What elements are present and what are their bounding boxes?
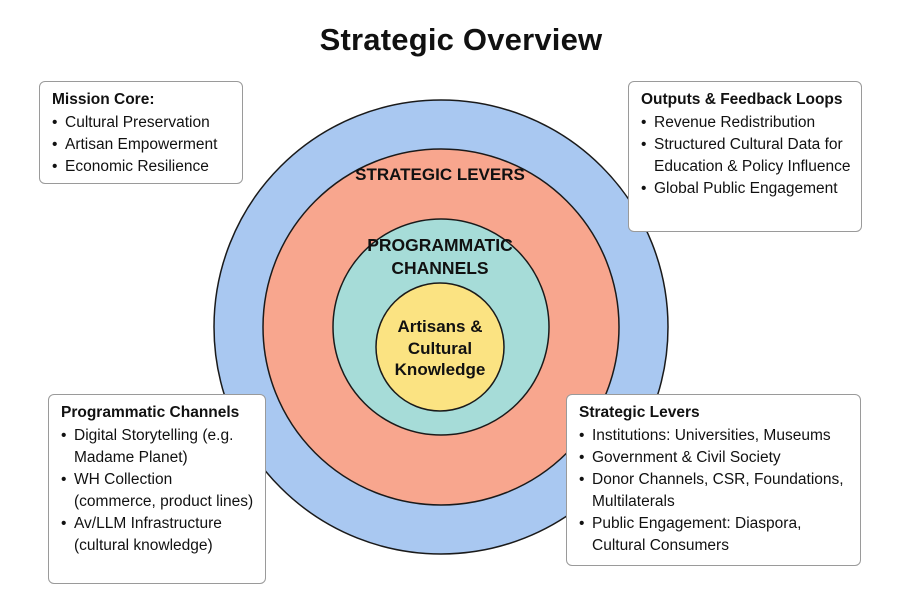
list-item: Government & Civil Society — [579, 447, 850, 469]
mission-core-box: Mission Core: Cultural PreservationArtis… — [39, 81, 243, 184]
programmatic-channels-box: Programmatic Channels Digital Storytelli… — [48, 394, 266, 584]
diagram-title: Strategic Overview — [319, 22, 603, 57]
strategic-levers-title: Strategic Levers — [579, 404, 700, 421]
mission-core-list: Cultural PreservationArtisan Empowerment… — [52, 112, 232, 178]
mission-core-title: Mission Core: — [52, 91, 155, 108]
list-item: Artisan Empowerment — [52, 134, 232, 156]
list-item: Av/LLM Infrastructure (cultural knowledg… — [61, 513, 255, 557]
strategic-levers-box: Strategic Levers Institutions: Universit… — [566, 394, 861, 566]
list-item: Economic Resilience — [52, 156, 232, 178]
core-circle-label: Artisans & Cultural Knowledge — [394, 317, 486, 380]
list-item: Revenue Redistribution — [641, 112, 851, 134]
strategic-levers-list: Institutions: Universities, MuseumsGover… — [579, 425, 850, 557]
programmatic-channels-list: Digital Storytelling (e.g. Madame Planet… — [61, 425, 255, 557]
list-item: Global Public Engagement — [641, 178, 851, 200]
list-item: Structured Cultural Data for Education &… — [641, 134, 851, 178]
outputs-feedback-title: Outputs & Feedback Loops — [641, 91, 843, 108]
strategic-levers-ring-label: STRATEGIC LEVERS — [355, 165, 525, 184]
outputs-feedback-list: Revenue RedistributionStructured Cultura… — [641, 112, 851, 200]
list-item: Digital Storytelling (e.g. Madame Planet… — [61, 425, 255, 469]
list-item: Donor Channels, CSR, Foundations, Multil… — [579, 469, 850, 513]
programmatic-channels-title: Programmatic Channels — [61, 404, 240, 421]
list-item: Institutions: Universities, Museums — [579, 425, 850, 447]
list-item: WH Collection (commerce, product lines) — [61, 469, 255, 513]
list-item: Public Engagement: Diaspora, Cultural Co… — [579, 513, 850, 557]
outputs-feedback-box: Outputs & Feedback Loops Revenue Redistr… — [628, 81, 862, 232]
core-circle — [375, 282, 505, 412]
programmatic-channels-ring-label: PROGRAMMATIC CHANNELS — [367, 235, 513, 278]
list-item: Cultural Preservation — [52, 112, 232, 134]
